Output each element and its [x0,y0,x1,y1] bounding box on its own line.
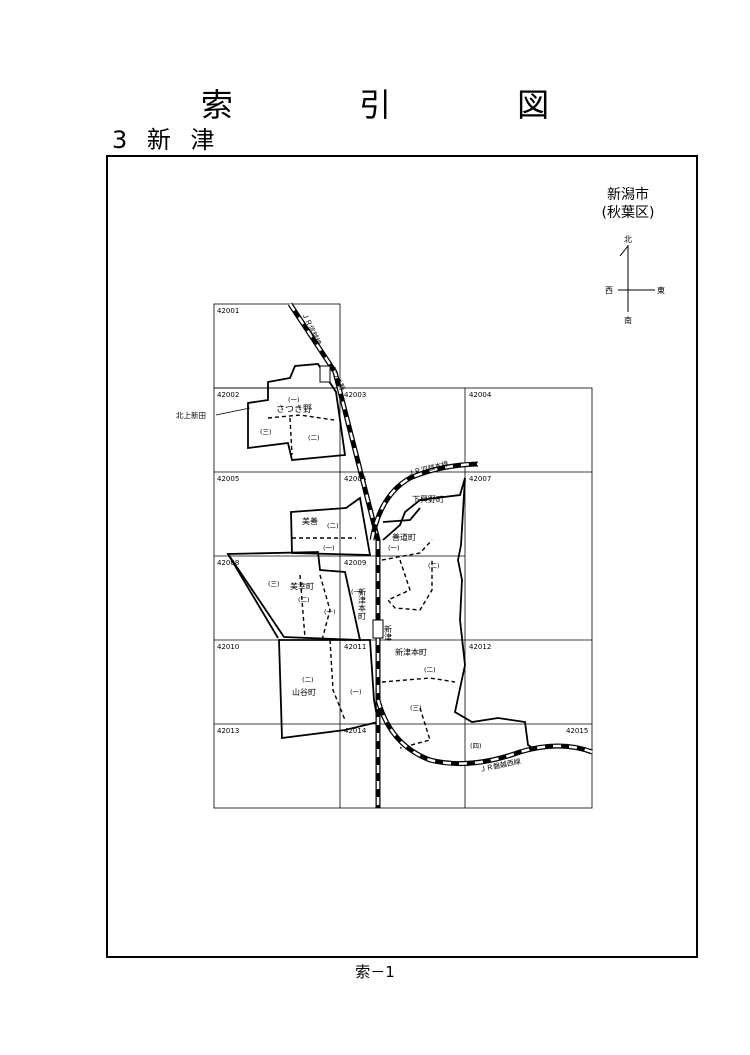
place-kitakami-shinden: 北上新田 [176,410,206,420]
sub-area-label: (二) [302,676,314,684]
place-mizen: 美善 [302,516,318,526]
page-subtitle: 3 新 津 [112,126,221,154]
label-jr-uetsu: ＪＲ羽越本線 [406,459,449,478]
grid-label: 42014 [344,727,367,735]
sub-area-label: (一) [350,688,362,696]
place-mikou: 美幸町 [290,581,314,591]
grid-label: 42003 [344,391,366,399]
place-niitsu-hon: 新津本町 [395,647,427,657]
sub-area-label: (三) [410,704,422,712]
place-niitsu-hon-vertical: 新津本町 [358,587,367,620]
sub-area-boundaries [267,414,456,749]
district-boundaries [226,363,537,751]
sub-area-label: (三) [260,428,272,436]
sub-area-label: (二) [424,666,436,674]
city-label: 新潟市 (秋葉区) [588,186,668,222]
railway-banetsu [375,699,593,767]
index-grid [213,303,593,809]
page-title: 索 引 図 [200,86,608,124]
compass-east: 東 [657,285,665,295]
grid-label: 42006 [344,475,367,483]
place-yamaya: 山谷町 [292,687,316,697]
sub-area-label: (四) [470,742,482,750]
grid-label: 42009 [344,559,366,567]
grid-label: 42004 [469,391,492,399]
satsukino-station-icon [319,365,331,383]
page-footer: 索－1 [355,963,395,981]
grid-label: 42008 [217,559,239,567]
sub-area-label: (二) [428,562,440,570]
sub-area-label: (一) [388,544,400,552]
sub-area-label: (二) [308,434,320,442]
grid-label: 42001 [217,307,239,315]
grid-label-group: 42001 42002 42003 42004 42005 42006 4200… [217,307,588,735]
grid-label: 42012 [469,643,491,651]
place-niitsu-station: 新津 [384,624,393,642]
grid-label: 42013 [217,727,239,735]
sub-area-label: (二) [327,522,339,530]
railway-uetsu [369,461,479,541]
city-name: 新潟市 [607,187,649,203]
ward-name: (秋葉区) [601,205,655,221]
leader-line [215,407,251,416]
place-shimo-okino: 下興野町 [412,494,444,504]
grid-label: 42015 [566,727,588,735]
compass-west: 西 [605,286,613,295]
grid-label: 42005 [217,475,239,483]
place-satsukino: さつき野 [276,404,312,415]
grid-label: 42007 [469,475,491,483]
grid-label: 42002 [217,391,239,399]
niitsu-station-icon [372,619,384,639]
compass-south: 南 [624,315,632,325]
sub-area-label: (一) [323,544,335,552]
sub-area-label: (二) [298,596,310,604]
grid-label: 42010 [217,643,239,651]
sub-area-label: (一) [288,396,300,404]
compass-icon: 北 南 東 西 [605,235,665,325]
sub-area-label: (一) [351,588,363,596]
place-zendo: 善道町 [392,532,416,542]
compass-north: 北 [624,235,632,244]
grid-label: 42011 [344,643,366,651]
sub-area-label: (三) [268,580,280,588]
map-frame [106,155,698,958]
sub-area-label: (一) [324,608,336,616]
